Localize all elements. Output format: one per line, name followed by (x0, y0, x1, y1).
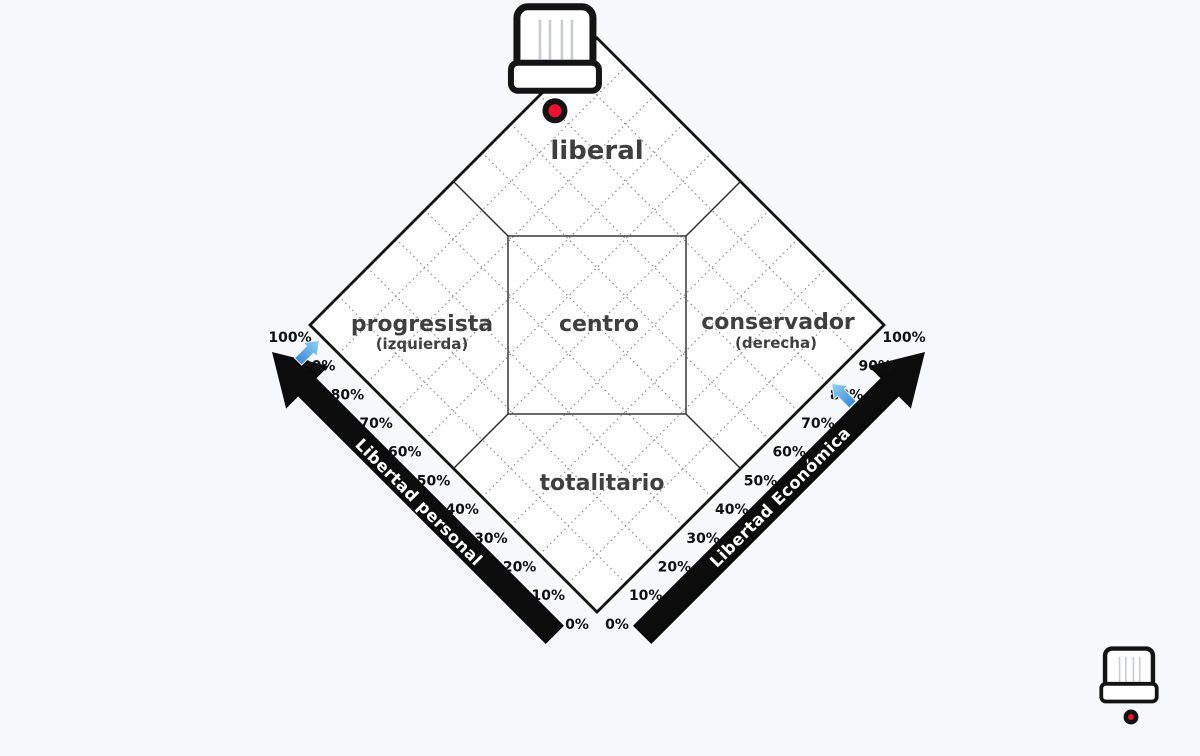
region-divider (453, 413, 509, 469)
stamp-base (507, 59, 602, 94)
tick-label: 70% (801, 416, 835, 432)
region-label-liberal: liberal (550, 136, 643, 166)
region-sublabel-izquierda: (izquierda) (376, 335, 469, 353)
axis-position-pointers (293, 339, 858, 409)
cursor-stamp (1099, 646, 1159, 725)
axis-arrow-personal (272, 352, 564, 644)
tick-label: 50% (744, 473, 778, 489)
tick-label: 30% (686, 531, 720, 547)
axis-arrows (272, 352, 925, 644)
tick-label: 60% (772, 445, 806, 461)
tick-labels-personal: 0% 10% 20% 30% 40% 50% 60% 70% 80% 90% 100% (268, 330, 589, 633)
region-labels: liberal progresista (izquierda) centro c… (351, 136, 855, 496)
blue-arrow-nw-icon[interactable] (830, 382, 858, 409)
tick-label: 100% (882, 330, 925, 346)
tick-label: 10% (532, 588, 566, 604)
tick-label: 0% (565, 617, 589, 633)
region-label-centro: centro (559, 312, 639, 337)
tick-label: 60% (388, 445, 422, 461)
tick-label: 10% (629, 588, 663, 604)
tick-label: 20% (658, 560, 692, 576)
result-marker (507, 3, 602, 124)
blue-arrow-ne-icon[interactable] (293, 339, 320, 366)
cursor-dot[interactable] (1123, 709, 1139, 725)
tick-label: 90% (859, 359, 893, 375)
tick-label: 100% (268, 330, 311, 346)
tick-label: 40% (715, 502, 749, 518)
region-divider (453, 181, 509, 237)
diamond-border (308, 36, 886, 614)
ballot-stamp-icon[interactable] (507, 3, 602, 94)
tick-label: 30% (474, 531, 508, 547)
centre-square (507, 235, 687, 415)
region-sublabel-derecha: (derecha) (735, 334, 817, 352)
axis-arrow-economica (633, 352, 925, 644)
region-divider (685, 181, 741, 237)
region-label-conservador: conservador (701, 310, 855, 335)
region-divider (685, 413, 741, 469)
chart-frame (308, 36, 886, 614)
tick-label: 0% (605, 617, 629, 633)
tick-label: 80% (331, 387, 365, 403)
tick-label: 90% (302, 359, 336, 375)
region-label-totalitario: totalitario (540, 471, 665, 496)
result-dot[interactable] (542, 98, 568, 124)
tick-label: 70% (359, 416, 393, 432)
region-label-progresista: progresista (351, 312, 493, 337)
tick-label: 20% (503, 560, 537, 576)
tick-labels-economica: 0%10%20%30%40%50%60%70%80%90%100% (605, 330, 926, 633)
tick-label: 40% (445, 502, 479, 518)
stamp-base (1099, 681, 1159, 704)
ballot-stamp-icon[interactable] (1099, 646, 1159, 704)
tick-label: 50% (417, 473, 451, 489)
